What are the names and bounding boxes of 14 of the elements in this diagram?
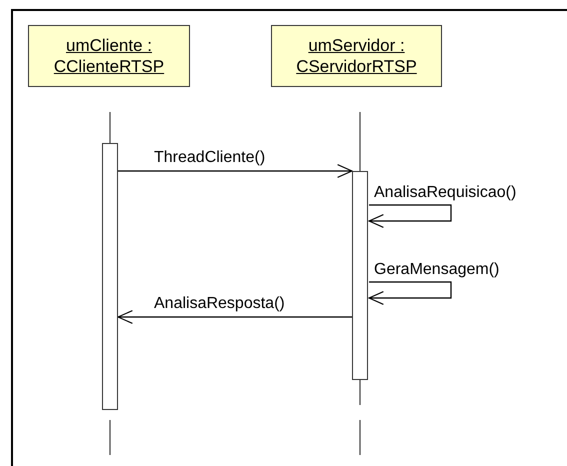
message-arrow <box>368 204 452 228</box>
object-name: umServidor : CServidorRTSP <box>295 35 418 77</box>
activation-bar <box>102 143 118 410</box>
message-label: GeraMensagem() <box>374 261 500 279</box>
message-arrow <box>118 164 353 178</box>
message-arrow <box>117 310 352 324</box>
activation-bar <box>352 171 368 380</box>
object-name: umCliente : CClienteRTSP <box>52 35 166 77</box>
message-label: AnalisaRequisicao() <box>374 184 516 202</box>
message-arrow <box>368 281 452 305</box>
object-box <box>28 25 190 87</box>
message-label: AnalisaResposta() <box>154 295 285 313</box>
message-label: ThreadCliente() <box>154 149 266 167</box>
object-box <box>271 25 442 87</box>
